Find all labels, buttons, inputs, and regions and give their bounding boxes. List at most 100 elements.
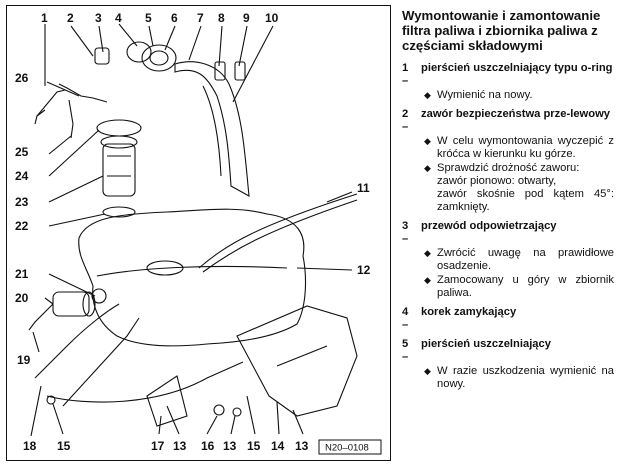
leader-line-15a xyxy=(52,403,64,435)
tank-opening xyxy=(146,260,184,276)
callout-bottom-13a: 13 xyxy=(173,439,187,453)
bullet-item: ◆ Sprawdzić drożność zaworu: xyxy=(424,162,580,174)
part-name: pierścień uszczelniający typu o-ring xyxy=(421,62,613,74)
part-item: 5 – pierścień uszczelniający ◆ W razie u… xyxy=(402,338,614,391)
fuel-tank-illustration: 1 2 3 4 5 6 7 8 9 10 11 12 26 25 24 23 2… xyxy=(15,11,382,455)
strap-left xyxy=(34,303,120,379)
diamond-bullet-icon: ◆ xyxy=(424,163,431,173)
part-item: 4 – korek zamykający xyxy=(402,306,614,332)
callout-23: 23 xyxy=(15,195,29,209)
leader-line-12 xyxy=(296,267,353,271)
part-item: 3 – przewód odpowietrzający ◆ Zwrócić uw… xyxy=(402,220,614,300)
leader-line-24 xyxy=(48,129,100,177)
part-name: przewód odpowietrzający xyxy=(421,220,557,232)
strap-lower xyxy=(46,361,244,403)
leader-line-21 xyxy=(48,273,96,297)
callout-21: 21 xyxy=(15,267,29,281)
bullet-item: ◆ W razie uszkodzenia wymienić na nowy. xyxy=(424,365,614,390)
callout-6: 6 xyxy=(171,11,178,25)
part-name: korek zamykający xyxy=(421,306,517,318)
clip-9 xyxy=(234,61,246,81)
leader-line-8 xyxy=(218,25,223,67)
callout-4: 4 xyxy=(115,11,122,25)
diamond-bullet-icon: ◆ xyxy=(424,366,431,376)
clamp-21 xyxy=(91,288,107,304)
page-heading: Wymontowanie i zamontowanie filtra paliw… xyxy=(402,8,601,53)
fuel-tank xyxy=(78,208,306,347)
cap-shape xyxy=(126,41,152,63)
lock-ring xyxy=(96,119,142,137)
seal-ring-22 xyxy=(102,206,136,218)
part-number: 3 – xyxy=(402,220,409,245)
vent-line-25 xyxy=(68,99,74,139)
callout-26: 26 xyxy=(15,71,29,85)
callout-bottom-16: 16 xyxy=(201,439,215,453)
heat-shield xyxy=(236,305,358,417)
callout-25: 25 xyxy=(15,145,29,159)
callout-bottom-14: 14 xyxy=(271,439,285,453)
bolt-15 xyxy=(46,395,56,405)
callout-12: 12 xyxy=(357,263,371,277)
exploded-diagram: 1 2 3 4 5 6 7 8 9 10 11 12 26 25 24 23 2… xyxy=(6,5,391,461)
clip-8 xyxy=(214,61,226,81)
leader-line-2 xyxy=(70,25,94,57)
part-name: zawór bezpieczeństwa prze-lewowy xyxy=(421,108,610,120)
bolt-13 xyxy=(232,407,242,417)
callout-10: 10 xyxy=(265,11,279,25)
leader-line-25 xyxy=(48,135,72,155)
diamond-bullet-icon: ◆ xyxy=(424,248,431,258)
line-11b xyxy=(202,199,358,273)
callout-bottom-15b: 15 xyxy=(247,439,261,453)
part-number: 2 – xyxy=(402,108,409,133)
callout-2: 2 xyxy=(67,11,74,25)
filler-neck xyxy=(174,61,250,197)
diamond-bullet-icon: ◆ xyxy=(424,90,431,100)
callout-20: 20 xyxy=(15,291,29,305)
leader-line-16 xyxy=(206,415,218,435)
diamond-bullet-icon: ◆ xyxy=(424,275,431,285)
leader-line-13a xyxy=(166,405,180,435)
leader-line-14 xyxy=(276,401,280,435)
callout-bottom-17: 17 xyxy=(151,439,165,453)
sub-line: zawór pionowo: otwarty, xyxy=(437,175,557,187)
callout-8: 8 xyxy=(218,11,225,25)
leader-line-10 xyxy=(232,25,274,103)
line-11a xyxy=(198,193,358,269)
callout-24: 24 xyxy=(15,169,29,183)
leader-line-13b xyxy=(230,415,236,435)
callout-bottom-13c: 13 xyxy=(295,439,309,453)
part-number: 1 – xyxy=(402,62,409,87)
callout-19: 19 xyxy=(17,353,31,367)
leader-line-17 xyxy=(158,415,162,435)
description-column: Wymontowanie i zamontowanie filtra paliw… xyxy=(402,8,614,397)
figure-reference: N20–0108 xyxy=(325,443,369,454)
part-number: 5 – xyxy=(402,338,409,363)
callout-5: 5 xyxy=(145,11,152,25)
leader-line-23 xyxy=(48,175,104,203)
leader-line-18 xyxy=(30,385,42,437)
callout-bottom-15a: 15 xyxy=(57,439,71,453)
part-number: 4 – xyxy=(402,306,409,331)
filler-cap xyxy=(141,44,177,72)
fuel-pump-unit xyxy=(102,143,136,197)
part-name: pierścień uszczelniający xyxy=(421,338,551,350)
part-item: 1 – pierścień uszczelniający typu o-ring… xyxy=(402,62,614,102)
callout-1: 1 xyxy=(41,11,48,25)
sub-line: zawór skośnie pod kątem 45°: zamknięty. xyxy=(437,188,614,213)
bracket-17 xyxy=(146,375,188,427)
leader-line-19 xyxy=(32,331,40,353)
leader-line-7 xyxy=(188,25,202,61)
bullet-item: ◆ Zamocowany u góry w zbiornik paliwa. xyxy=(424,274,614,299)
vent-hose xyxy=(58,83,108,103)
leader-line-13c xyxy=(292,409,304,435)
bullet-item: ◆ W celu wymontowania wyczepić z króćca … xyxy=(424,135,614,160)
leader-line-22 xyxy=(48,213,106,227)
leader-line-11 xyxy=(326,191,353,203)
callout-3: 3 xyxy=(95,11,102,25)
bullet-item: ◆ Wymienić na nowy. xyxy=(424,89,533,101)
valve-shape xyxy=(94,47,110,65)
reference-box xyxy=(318,439,382,455)
strap-front xyxy=(62,317,140,407)
callout-bottom-18: 18 xyxy=(23,439,37,453)
callout-11: 11 xyxy=(357,181,370,195)
